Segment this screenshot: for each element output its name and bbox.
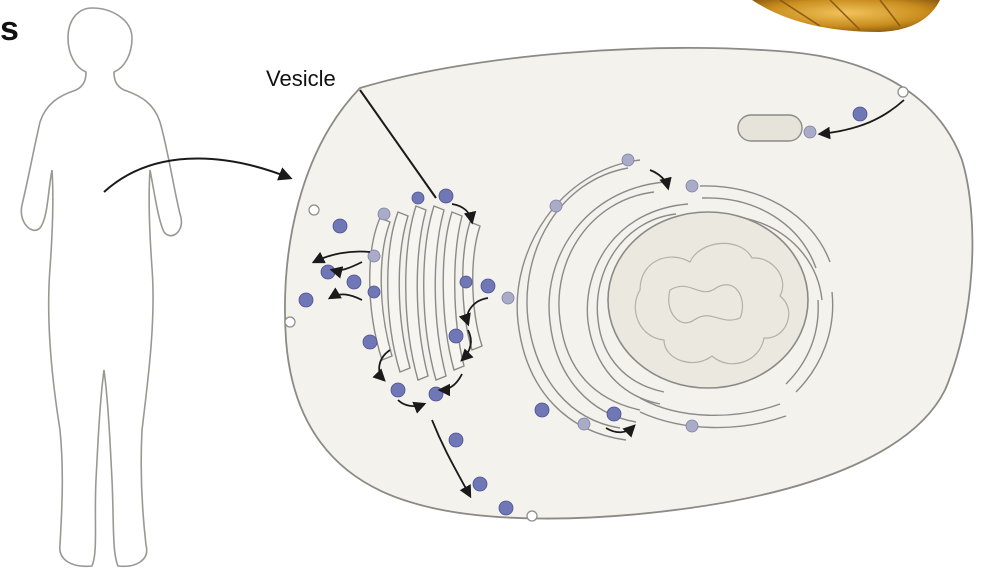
- vesicle-dot: [412, 192, 424, 204]
- vesicle-dot: [391, 383, 405, 397]
- vesicle-dot: [535, 403, 549, 417]
- corner-gold-ornament-icon: [752, 0, 940, 32]
- vesicle-dot: [299, 293, 313, 307]
- vesicle-dot: [473, 477, 487, 491]
- vesicle-dot: [460, 276, 472, 288]
- vesicle-dot: [321, 265, 335, 279]
- vesicle-dot: [449, 329, 463, 343]
- vesicle-dot: [368, 286, 380, 298]
- vesicle-dot: [439, 189, 453, 203]
- nucleus: [608, 212, 808, 388]
- vesicle-dot: [449, 433, 463, 447]
- vesicle-dot: [607, 407, 621, 421]
- vesicle-dot: [499, 501, 513, 515]
- human-silhouette-icon: [21, 8, 181, 566]
- vesicle-dot: [853, 107, 867, 121]
- vesicle-label: Vesicle: [266, 66, 336, 91]
- vesicle-dot: [347, 275, 361, 289]
- vesicle-dot: [363, 335, 377, 349]
- vesicle-dot: [481, 279, 495, 293]
- secretory-granule: [738, 115, 802, 141]
- vesicle-dot: [333, 219, 347, 233]
